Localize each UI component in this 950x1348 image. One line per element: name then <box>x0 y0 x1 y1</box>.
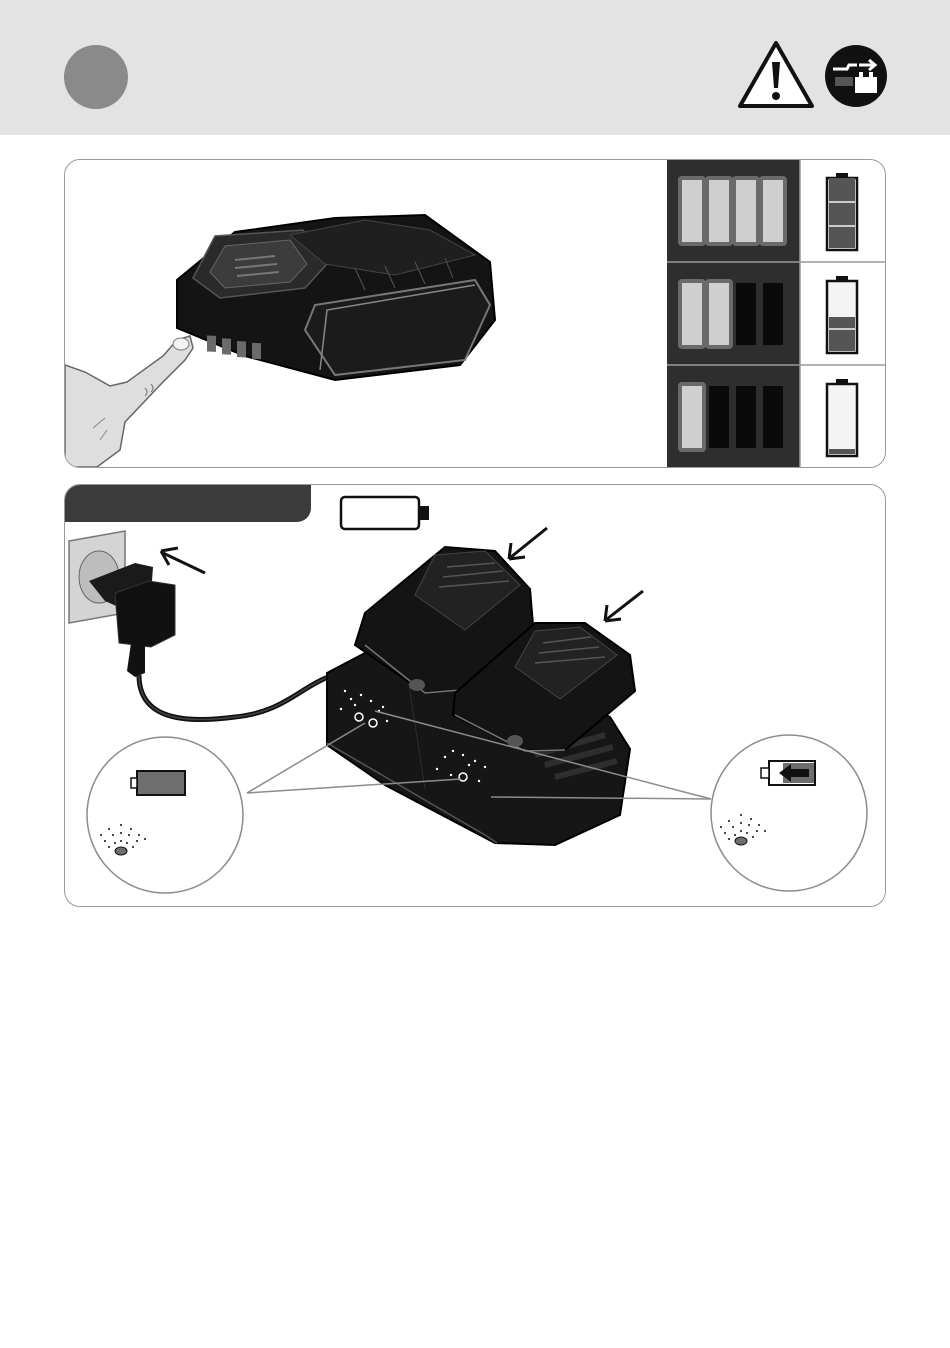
plug-in-arrow <box>161 548 205 573</box>
unplug-before-maintenance-icon <box>825 45 887 107</box>
charge-check-panel <box>64 159 886 468</box>
led-segment-off <box>763 283 783 345</box>
insert-arrow-2 <box>605 591 643 621</box>
empty-battery-icon <box>341 497 429 529</box>
indicator-row <box>678 276 857 353</box>
led-segment-lit <box>736 180 756 242</box>
header-band <box>0 0 950 135</box>
led-segment-lit <box>682 180 702 242</box>
led-segment-off <box>763 386 783 448</box>
step-marker <box>64 45 128 109</box>
battery-level-fill <box>829 449 855 454</box>
led-segment-lit <box>682 283 702 345</box>
callout-right-led <box>711 735 867 891</box>
battery-level-fill <box>829 178 855 248</box>
indicator-row <box>678 379 857 456</box>
battery-level-icon <box>827 384 857 456</box>
led-segment-lit <box>709 180 729 242</box>
led-segment-lit <box>709 283 729 345</box>
finger-press-icon <box>65 336 193 467</box>
charging-panel <box>64 484 886 907</box>
battery-level-fill <box>829 317 855 351</box>
led-segment-lit <box>763 180 783 242</box>
warning-triangle-icon <box>737 40 815 110</box>
led-segment-lit <box>682 386 702 448</box>
charger-plug-icon <box>89 563 355 720</box>
insert-arrow-1 <box>509 528 547 559</box>
callout-left-led <box>87 737 243 893</box>
led-segment-off <box>709 386 729 448</box>
led-segment-off <box>736 283 756 345</box>
indicator-row <box>678 173 857 250</box>
battery-pack-icon <box>177 215 495 380</box>
led-segment-off <box>736 386 756 448</box>
